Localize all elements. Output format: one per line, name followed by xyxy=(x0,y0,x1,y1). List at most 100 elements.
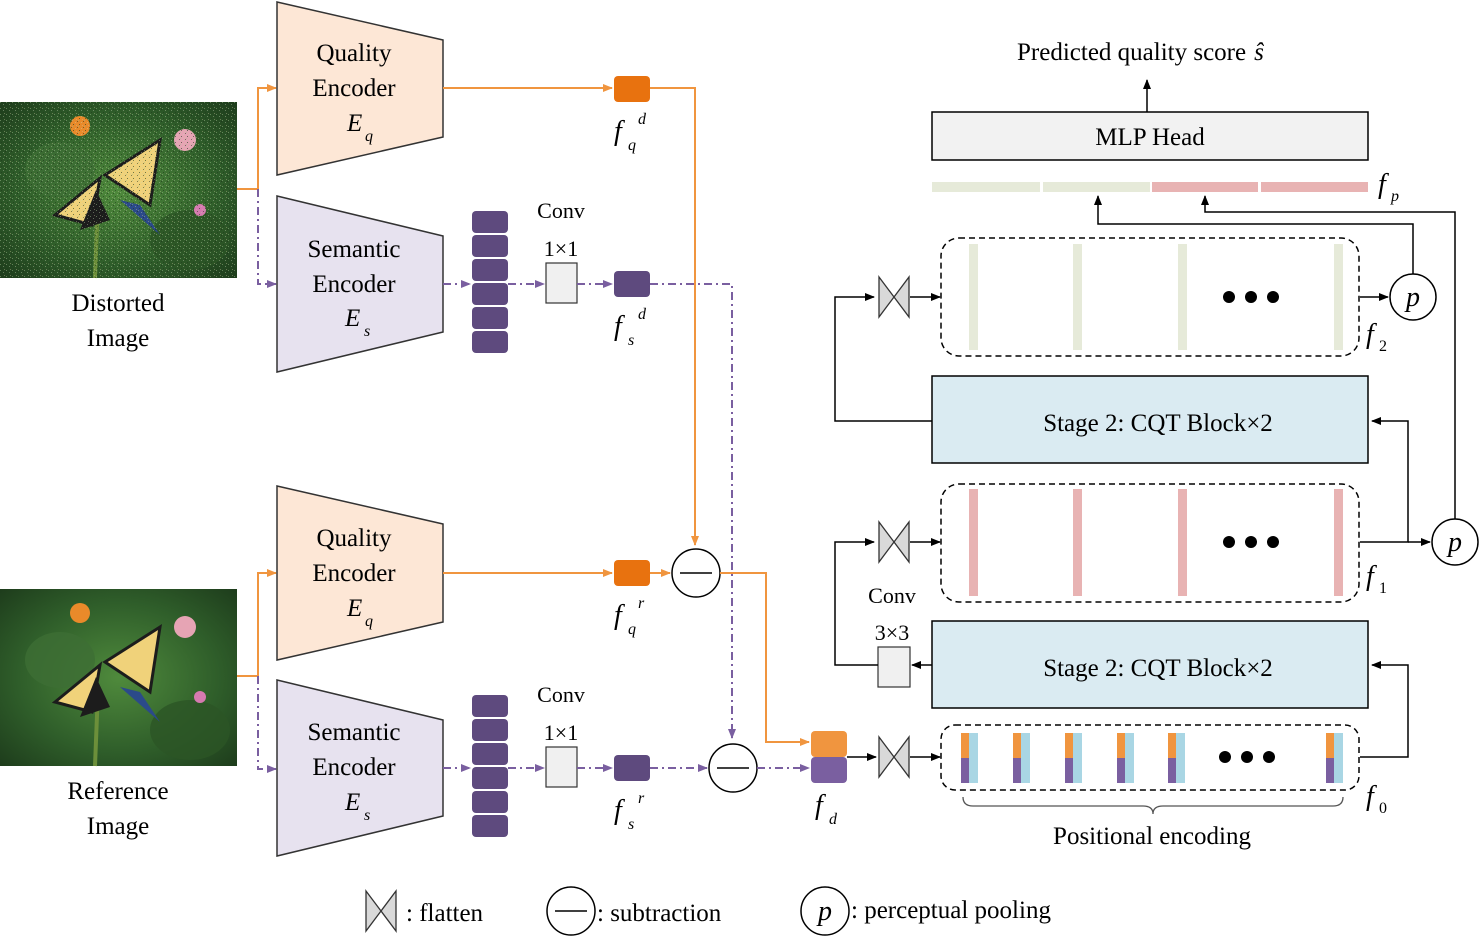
token-quality-part xyxy=(1117,733,1125,758)
feature-cell xyxy=(472,307,508,329)
arrow-pool-f2-to-fp xyxy=(1094,195,1414,274)
arrow-conv3x3-to-flatten xyxy=(834,538,878,666)
label-f1: f 1 xyxy=(1366,561,1387,597)
feature-cell xyxy=(472,259,508,281)
svg-text:q: q xyxy=(628,137,636,154)
token-positional-part xyxy=(1176,733,1185,783)
feature-fsr-block xyxy=(614,755,650,781)
svg-text:p: p xyxy=(1390,188,1399,205)
token-bar xyxy=(1178,244,1187,350)
feature-fqr-block xyxy=(614,560,650,586)
svg-text:d: d xyxy=(638,111,647,128)
token-quality-part xyxy=(1326,733,1334,758)
arrow-sub-quality-to-fd xyxy=(720,572,810,746)
svg-text:d: d xyxy=(829,811,838,828)
ellipsis-dot xyxy=(1245,536,1257,548)
token-positional-part xyxy=(1021,733,1030,783)
encoder-line1: Semantic xyxy=(307,236,400,263)
feature-fp-bar xyxy=(932,182,1368,192)
svg-text:f: f xyxy=(1366,319,1377,350)
svg-text:r: r xyxy=(638,790,645,807)
bowtie-shape xyxy=(365,889,397,933)
encoder-symbol: E xyxy=(346,110,362,137)
legend: : flatten : subtraction p : perceptual p… xyxy=(365,886,1051,936)
encoder-subscript: q xyxy=(365,613,373,630)
token-positional-part xyxy=(1334,733,1343,783)
token-bar xyxy=(969,244,978,350)
label-fsr: f s r xyxy=(614,790,645,833)
conv-1x1-bottom: Conv 1×1 xyxy=(537,682,585,788)
distorted-branch-lines xyxy=(237,84,277,288)
token-semantic-part xyxy=(1168,758,1176,783)
conv-kernel: 1×1 xyxy=(544,236,578,261)
token-quality-part xyxy=(1013,733,1021,758)
positional-encoding-brace xyxy=(962,796,1344,815)
svg-text:r: r xyxy=(638,595,645,612)
token-quality-part xyxy=(961,733,969,758)
distorted-image-label-line1: Distorted xyxy=(71,290,165,317)
arrow-f0-to-stage xyxy=(1360,661,1409,758)
token-bar xyxy=(1334,244,1343,350)
encoder-line2: Encoder xyxy=(312,754,396,781)
subtraction-semantic xyxy=(708,743,758,793)
label-f0: f 0 xyxy=(1366,781,1387,817)
legend-subtraction-icon xyxy=(546,886,596,936)
svg-text:p: p xyxy=(816,896,832,927)
conv-label: Conv xyxy=(537,682,585,707)
conv-1x1-top: Conv 1×1 xyxy=(537,198,585,304)
svg-text:s: s xyxy=(628,332,634,349)
ellipsis-dot xyxy=(1223,536,1235,548)
encoder-line1: Quality xyxy=(317,40,392,67)
feature-cell xyxy=(472,235,508,257)
token-semantic-part xyxy=(1117,758,1125,783)
legend-flatten-label: : flatten xyxy=(406,900,484,927)
conv-3x3: Conv 3×3 xyxy=(868,583,916,688)
arrow-f1-to-stage xyxy=(1360,417,1409,543)
reference-image-label-line2: Image xyxy=(87,813,149,840)
semantic-feature-stack-bottom xyxy=(472,695,508,837)
distorted-image-label-line2: Image xyxy=(87,325,149,352)
token-semantic-part xyxy=(1326,758,1334,783)
svg-text:f: f xyxy=(614,116,625,147)
semantic-encoder-bottom: Semantic Encoder E s xyxy=(276,679,444,857)
label-fsd: f s d xyxy=(614,306,647,349)
encoder-line1: Quality xyxy=(317,525,392,552)
feature-cell xyxy=(472,767,508,789)
distorted-image xyxy=(0,102,237,279)
stage-block-bottom: Stage 2: CQT Block×2 xyxy=(931,620,1369,709)
label-fqd: f q d xyxy=(614,111,647,154)
conv-kernel: 3×3 xyxy=(875,620,909,645)
pooling-node-f1: p xyxy=(1431,518,1479,566)
conv-label: Conv xyxy=(868,583,916,608)
encoder-line2: Encoder xyxy=(312,560,396,587)
flatten-icon xyxy=(878,520,910,564)
token-bar xyxy=(1334,489,1343,596)
bowtie-shape xyxy=(878,275,910,319)
feature-cell xyxy=(472,815,508,837)
svg-text:1: 1 xyxy=(1379,580,1387,597)
svg-text:f: f xyxy=(614,311,625,342)
ellipsis-dot xyxy=(1223,291,1235,303)
token-bar xyxy=(1178,489,1187,596)
encoder-symbol: E xyxy=(344,305,360,332)
reference-branch-lines xyxy=(237,569,277,773)
svg-text:p: p xyxy=(1404,282,1420,313)
token-sequence-f2 xyxy=(940,237,1360,357)
label-f2: f 2 xyxy=(1366,319,1387,355)
svg-text:f: f xyxy=(614,795,625,826)
svg-text:f: f xyxy=(1378,169,1389,200)
feature-cell xyxy=(472,695,508,717)
conv-kernel: 1×1 xyxy=(544,720,578,745)
token-sequence-f0 xyxy=(940,724,1360,791)
legend-subtraction-label: : subtraction xyxy=(597,900,722,927)
feature-cell xyxy=(472,283,508,305)
bowtie-shape xyxy=(878,520,910,564)
label-fp: f p xyxy=(1378,169,1399,205)
svg-text:Stage 2: CQT Block×2: Stage 2: CQT Block×2 xyxy=(1043,655,1273,682)
reference-image xyxy=(0,589,237,767)
encoder-subscript: s xyxy=(364,807,370,824)
arrow-stage-to-flatten xyxy=(834,293,932,422)
encoder-symbol: E xyxy=(344,789,360,816)
